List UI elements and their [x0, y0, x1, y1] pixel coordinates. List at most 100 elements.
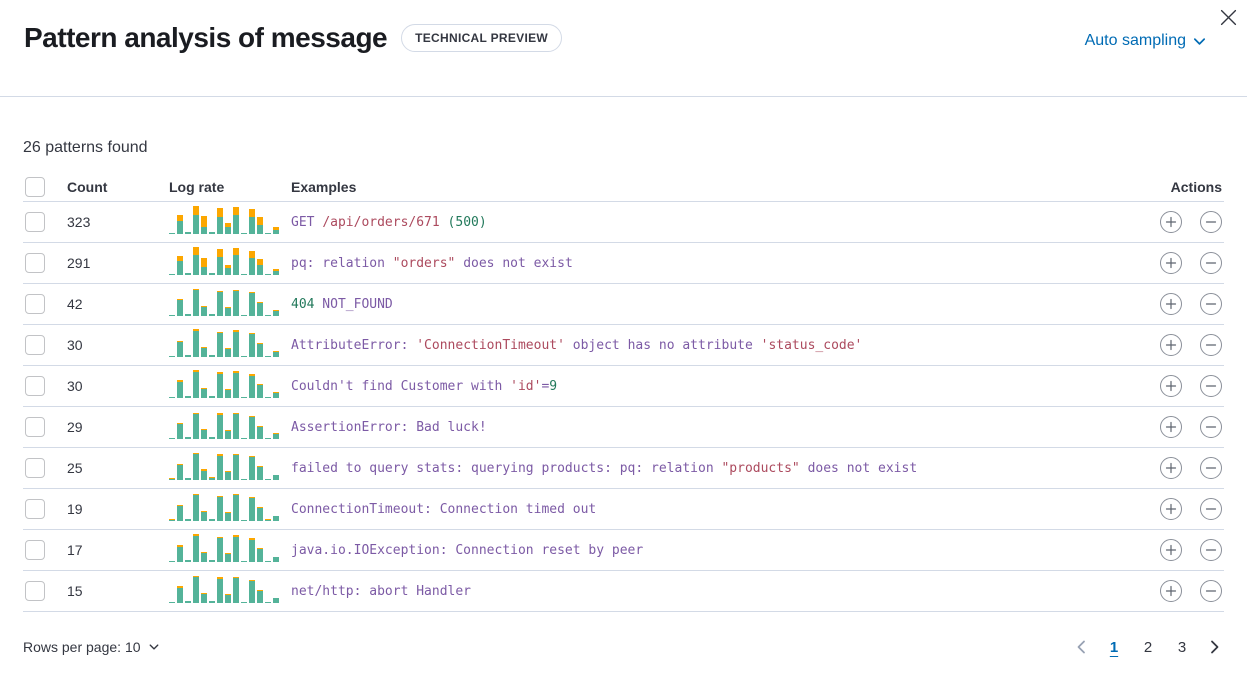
row-checkbox[interactable]: [25, 253, 45, 273]
table-header-row: Count Log rate Examples Actions: [23, 172, 1224, 202]
log-rate-bar: [185, 478, 191, 480]
row-checkbox[interactable]: [25, 581, 45, 601]
log-rate-bar: [249, 456, 255, 480]
log-rate-bar: [265, 602, 271, 603]
log-rate-bar: [225, 430, 231, 439]
log-rate-bar: [201, 511, 207, 521]
row-checkbox[interactable]: [25, 540, 45, 560]
log-rate-bar: [273, 392, 279, 398]
log-rate-bar: [257, 259, 263, 275]
log-rate-bar: [169, 397, 175, 398]
filter-in-pattern-button[interactable]: [1160, 580, 1182, 602]
filter-in-pattern-button[interactable]: [1160, 498, 1182, 520]
row-checkbox[interactable]: [25, 335, 45, 355]
log-rate-chart: [169, 247, 291, 278]
filter-in-pattern-button[interactable]: [1160, 334, 1182, 356]
page-1-button[interactable]: 1: [1102, 634, 1126, 660]
filter-out-pattern-button[interactable]: [1200, 252, 1222, 274]
log-rate-bar: [233, 371, 239, 398]
minus-circle-icon: [1205, 216, 1217, 228]
log-rate-bar: [201, 306, 207, 316]
chevron-right-icon: [1206, 639, 1222, 655]
log-rate-bar: [265, 438, 271, 439]
log-rate-bar: [209, 601, 215, 603]
row-checkbox[interactable]: [25, 212, 45, 232]
log-rate-bar: [201, 593, 207, 603]
filter-in-pattern-button[interactable]: [1160, 252, 1182, 274]
page-title: Pattern analysis of message: [24, 22, 388, 53]
filter-out-pattern-button[interactable]: [1200, 334, 1222, 356]
rows-per-page-selector[interactable]: Rows per page: 10: [23, 639, 160, 655]
filter-in-pattern-button[interactable]: [1160, 416, 1182, 438]
next-page-button[interactable]: [1204, 639, 1224, 655]
close-icon[interactable]: [1215, 4, 1241, 30]
count-value: 19: [67, 501, 83, 517]
filter-out-pattern-button[interactable]: [1200, 539, 1222, 561]
filter-out-pattern-button[interactable]: [1200, 457, 1222, 479]
log-rate-bar: [177, 423, 183, 439]
log-rate-bar: [201, 429, 207, 439]
filter-in-pattern-button[interactable]: [1160, 211, 1182, 233]
filter-out-pattern-button[interactable]: [1200, 375, 1222, 397]
filter-out-pattern-button[interactable]: [1200, 211, 1222, 233]
column-header-examples: Examples: [291, 178, 357, 195]
log-rate-bar: [185, 519, 191, 521]
log-rate-bar: [233, 413, 239, 439]
filter-out-pattern-button[interactable]: [1200, 498, 1222, 520]
plus-circle-icon: [1165, 544, 1177, 556]
row-checkbox[interactable]: [25, 417, 45, 437]
log-rate-bar: [217, 413, 223, 439]
log-rate-bar: [185, 355, 191, 357]
log-rate-bar: [249, 292, 255, 316]
previous-page-button[interactable]: [1072, 639, 1092, 655]
log-rate-chart: [169, 534, 291, 565]
log-rate-bar: [193, 413, 199, 439]
count-value: 17: [67, 542, 83, 558]
log-rate-bar: [217, 332, 223, 357]
column-header-actions: Actions: [1170, 178, 1222, 195]
log-rate-bar: [225, 553, 231, 562]
filter-in-pattern-button[interactable]: [1160, 293, 1182, 315]
log-rate-bar: [193, 206, 199, 234]
filter-out-pattern-button[interactable]: [1200, 416, 1222, 438]
technical-preview-badge: TECHNICAL PREVIEW: [401, 24, 563, 52]
filter-in-pattern-button[interactable]: [1160, 457, 1182, 479]
log-rate-bar: [233, 494, 239, 521]
log-rate-bar: [249, 416, 255, 439]
log-rate-bar: [169, 233, 175, 234]
log-rate-bar: [265, 397, 271, 398]
filter-out-pattern-button[interactable]: [1200, 293, 1222, 315]
log-rate-bar: [193, 370, 199, 398]
log-rate-bar: [177, 299, 183, 316]
filter-in-pattern-button[interactable]: [1160, 375, 1182, 397]
select-all-checkbox[interactable]: [25, 176, 45, 197]
row-checkbox[interactable]: [25, 376, 45, 396]
log-rate-bar: [225, 389, 231, 398]
page-3-button[interactable]: 3: [1170, 634, 1194, 660]
example-text: java.io.IOException: Connection reset by…: [291, 542, 644, 558]
log-rate-bar: [257, 466, 263, 480]
log-rate-bar: [249, 251, 255, 275]
log-rate-bar: [169, 602, 175, 603]
filter-out-pattern-button[interactable]: [1200, 580, 1222, 602]
row-checkbox[interactable]: [25, 499, 45, 519]
log-rate-chart: [169, 453, 291, 483]
log-rate-bar: [257, 590, 263, 603]
example-text: AssertionError: Bad luck!: [291, 419, 487, 435]
log-rate-bar: [185, 273, 191, 275]
filter-in-pattern-button[interactable]: [1160, 539, 1182, 561]
row-checkbox[interactable]: [25, 294, 45, 314]
plus-circle-icon: [1165, 298, 1177, 310]
count-value: 30: [67, 337, 83, 353]
row-checkbox[interactable]: [25, 458, 45, 478]
page-2-button[interactable]: 2: [1136, 634, 1160, 660]
log-rate-bar: [185, 601, 191, 603]
sampling-dropdown[interactable]: Auto sampling: [1085, 32, 1207, 50]
chevron-down-icon: [1192, 34, 1207, 49]
sampling-dropdown-label: Auto sampling: [1084, 32, 1186, 49]
column-header-count: Count: [67, 178, 108, 195]
